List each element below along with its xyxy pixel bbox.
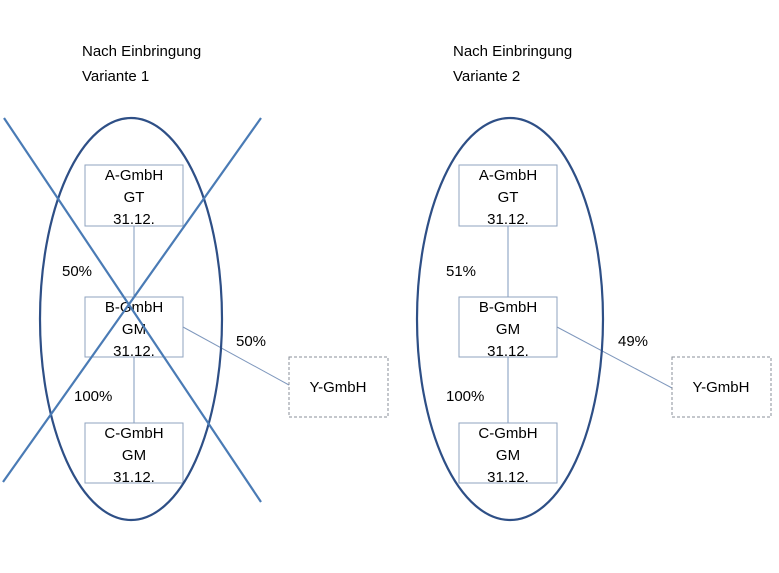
svg-text:GT: GT — [498, 189, 519, 206]
svg-text:Y-GmbH: Y-GmbH — [693, 379, 750, 396]
connector-b-y — [556, 326, 673, 389]
cross-out-line — [3, 117, 262, 503]
entity-box-y: Y-GmbH — [288, 356, 389, 418]
entity-box-b: B-GmbH GM 31.12. — [458, 296, 558, 360]
svg-text:GT: GT — [124, 189, 145, 206]
variant-1-title-line2: Variante 1 — [82, 68, 149, 85]
svg-text:31.12.: 31.12. — [113, 211, 155, 228]
svg-text:31.12.: 31.12. — [113, 469, 155, 486]
share-b-c: 100% — [74, 388, 112, 405]
svg-text:B-GmbH: B-GmbH — [105, 299, 163, 316]
variant-1: Nach Einbringung Variante 1 A-GmbH GT 31… — [2, 43, 389, 522]
svg-text:31.12.: 31.12. — [487, 469, 529, 486]
svg-text:B-GmbH: B-GmbH — [479, 299, 537, 316]
entity-box-a: A-GmbH GT 31.12. — [84, 164, 184, 228]
entity-box-y: Y-GmbH — [671, 356, 772, 418]
svg-text:GM: GM — [122, 321, 146, 338]
svg-text:C-GmbH: C-GmbH — [104, 425, 163, 442]
svg-text:GM: GM — [122, 447, 146, 464]
svg-text:GM: GM — [496, 321, 520, 338]
variant-1-title-line1: Nach Einbringung — [82, 43, 201, 60]
svg-text:31.12.: 31.12. — [487, 343, 529, 360]
share-y-b: 49% — [618, 333, 648, 350]
share-y-b: 50% — [236, 333, 266, 350]
group-ellipse — [38, 116, 224, 522]
entity-box-a: A-GmbH GT 31.12. — [458, 164, 558, 228]
entity-box-c: C-GmbH GM 31.12. — [458, 422, 558, 486]
variant-2-title-line1: Nach Einbringung — [453, 43, 572, 60]
svg-text:31.12.: 31.12. — [113, 343, 155, 360]
entity-box-b: B-GmbH GM 31.12. — [84, 296, 184, 360]
entity-box-c: C-GmbH GM 31.12. — [84, 422, 184, 486]
svg-text:A-GmbH: A-GmbH — [105, 167, 163, 184]
group-ellipse — [415, 116, 605, 522]
svg-text:31.12.: 31.12. — [487, 211, 529, 228]
svg-text:Y-GmbH: Y-GmbH — [310, 379, 367, 396]
svg-text:C-GmbH: C-GmbH — [478, 425, 537, 442]
variant-2: Nach Einbringung Variante 2 A-GmbH GT 31… — [415, 43, 772, 522]
svg-text:GM: GM — [496, 447, 520, 464]
connector-b-y — [182, 326, 290, 386]
cross-out-line — [2, 117, 262, 483]
share-b-c: 100% — [446, 388, 484, 405]
svg-text:A-GmbH: A-GmbH — [479, 167, 537, 184]
share-a-b: 50% — [62, 263, 92, 280]
variant-2-title-line2: Variante 2 — [453, 68, 520, 85]
share-a-b: 51% — [446, 263, 476, 280]
